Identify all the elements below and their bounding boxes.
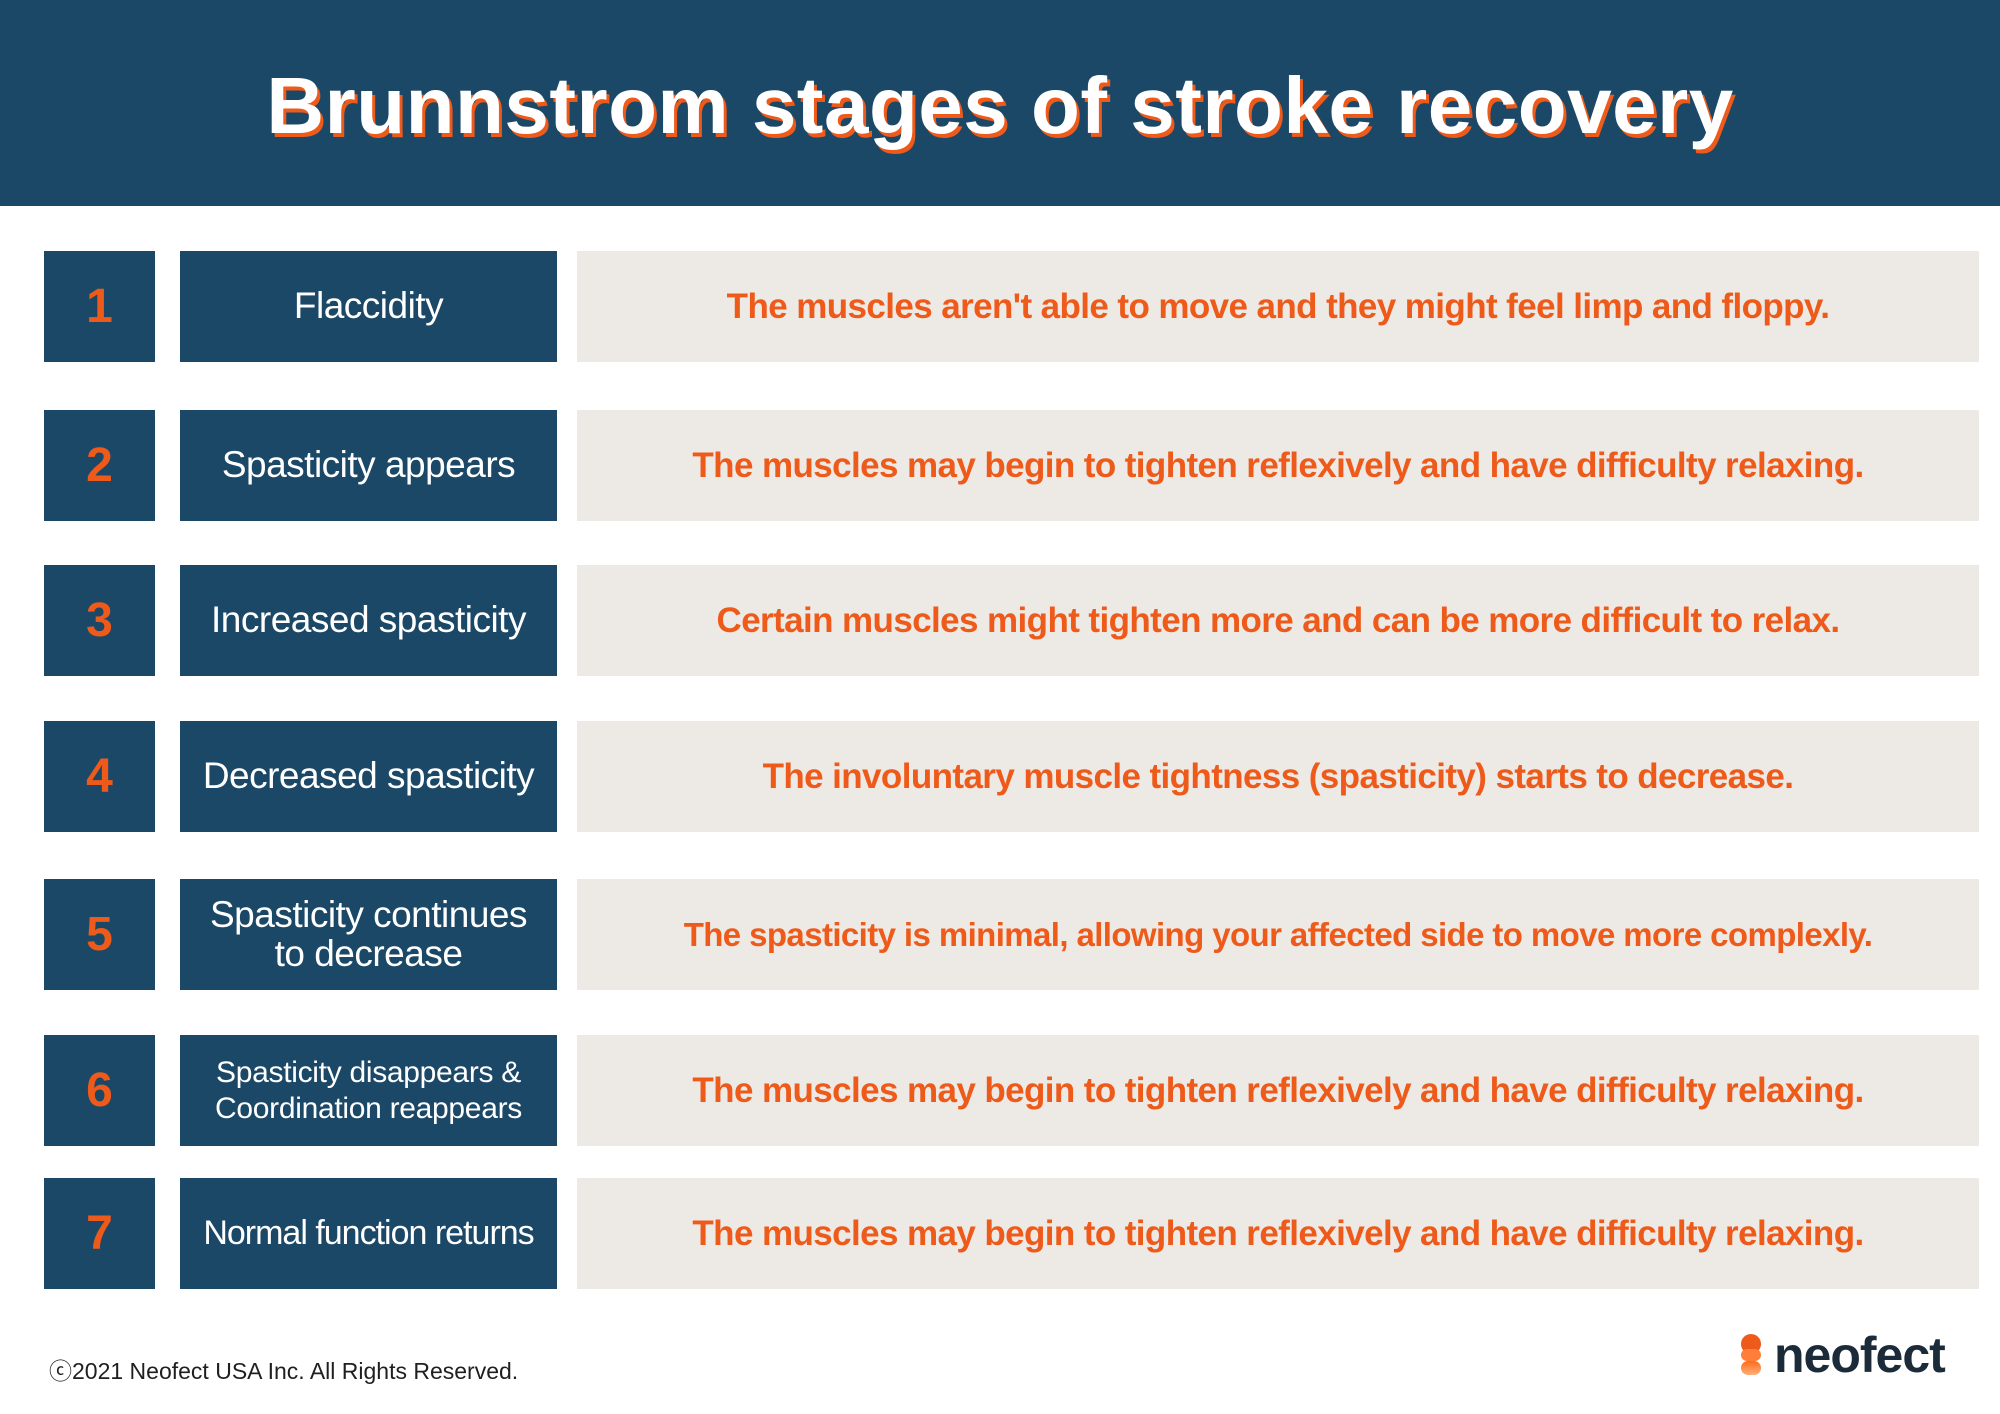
stage-number: 1 — [86, 280, 113, 333]
stage-name-box: Spasticity continues to decrease — [180, 879, 557, 990]
stage-name-box: Increased spasticity — [180, 565, 557, 676]
stage-number: 2 — [86, 439, 113, 492]
stage-name-box: Spasticity disappears & Coordination rea… — [180, 1035, 557, 1146]
stage-number-box: 3 — [44, 565, 155, 676]
stage-description-box: The involuntary muscle tightness (spasti… — [577, 721, 1979, 832]
neofect-mark-icon — [1741, 1334, 1761, 1375]
stage-name-line: Coordination reappears — [215, 1091, 522, 1125]
stage-number: 7 — [86, 1207, 113, 1260]
stage-row-1: 1 Flaccidity The muscles aren't able to … — [0, 251, 2000, 362]
stage-name-box: Normal function returns — [180, 1178, 557, 1289]
stage-number-box: 2 — [44, 410, 155, 521]
stage-description: The involuntary muscle tightness (spasti… — [762, 756, 1794, 796]
stage-description-box: The muscles may begin to tighten reflexi… — [577, 1178, 1979, 1289]
page-title: Brunnstrom stages of stroke recovery — [266, 61, 1734, 150]
stage-row-5: 5 Spasticity continues to decrease The s… — [0, 879, 2000, 990]
stage-number: 6 — [86, 1064, 113, 1117]
stage-description: The muscles may begin to tighten reflexi… — [692, 1070, 1864, 1110]
stage-description-box: The muscles may begin to tighten reflexi… — [577, 1035, 1979, 1146]
stage-number-box: 1 — [44, 251, 155, 362]
stage-number: 5 — [86, 908, 113, 961]
stage-row-2: 2 Spasticity appears The muscles may beg… — [0, 410, 2000, 521]
stage-description-box: The muscles aren't able to move and they… — [577, 251, 1979, 362]
stage-name: Spasticity disappears & Coordination rea… — [215, 1055, 522, 1126]
stage-description: The muscles aren't able to move and they… — [726, 286, 1830, 326]
stage-name: Decreased spasticity — [202, 755, 535, 797]
neofect-logo: neofect — [1740, 1326, 1946, 1384]
stage-number: 3 — [86, 594, 113, 647]
stage-description-box: The muscles may begin to tighten reflexi… — [577, 410, 1979, 521]
stage-name-box: Spasticity appears — [180, 410, 557, 521]
stage-number-box: 5 — [44, 879, 155, 990]
stage-name-box: Flaccidity — [180, 251, 557, 362]
stage-name: Spasticity continues to decrease — [209, 894, 528, 974]
stage-name-line: Spasticity disappears & — [216, 1056, 521, 1090]
stage-number-box: 4 — [44, 721, 155, 832]
stage-description: Certain muscles might tighten more and c… — [716, 600, 1841, 640]
stage-description: The muscles may begin to tighten reflexi… — [692, 445, 1864, 485]
stage-row-4: 4 Decreased spasticity The involuntary m… — [0, 721, 2000, 832]
stage-name: Flaccidity — [293, 285, 444, 327]
stage-name-line: to decrease — [274, 932, 463, 974]
stage-description-box: The spasticity is minimal, allowing your… — [577, 879, 1979, 990]
stage-description-box: Certain muscles might tighten more and c… — [577, 565, 1979, 676]
stage-number-box: 7 — [44, 1178, 155, 1289]
copyright-text: ⓒ2021 Neofect USA Inc. All Rights Reserv… — [49, 1358, 519, 1384]
header-banner: Brunnstrom stages of stroke recovery — [0, 0, 2000, 206]
stage-description: The muscles may begin to tighten reflexi… — [692, 1213, 1864, 1253]
stage-row-7: 7 Normal function returns The muscles ma… — [0, 1178, 2000, 1289]
stage-row-6: 6 Spasticity disappears & Coordination r… — [0, 1035, 2000, 1146]
stage-description: The spasticity is minimal, allowing your… — [683, 915, 1873, 953]
stage-name-line: Spasticity continues — [209, 894, 528, 936]
stage-number: 4 — [86, 750, 113, 803]
stage-name: Normal function returns — [203, 1213, 534, 1252]
stage-name: Increased spasticity — [211, 599, 526, 641]
stage-name: Spasticity appears — [221, 444, 516, 486]
stage-name-box: Decreased spasticity — [180, 721, 557, 832]
logo-wordmark: neofect — [1774, 1327, 1946, 1383]
stage-row-3: 3 Increased spasticity Certain muscles m… — [0, 565, 2000, 676]
stage-number-box: 6 — [44, 1035, 155, 1146]
